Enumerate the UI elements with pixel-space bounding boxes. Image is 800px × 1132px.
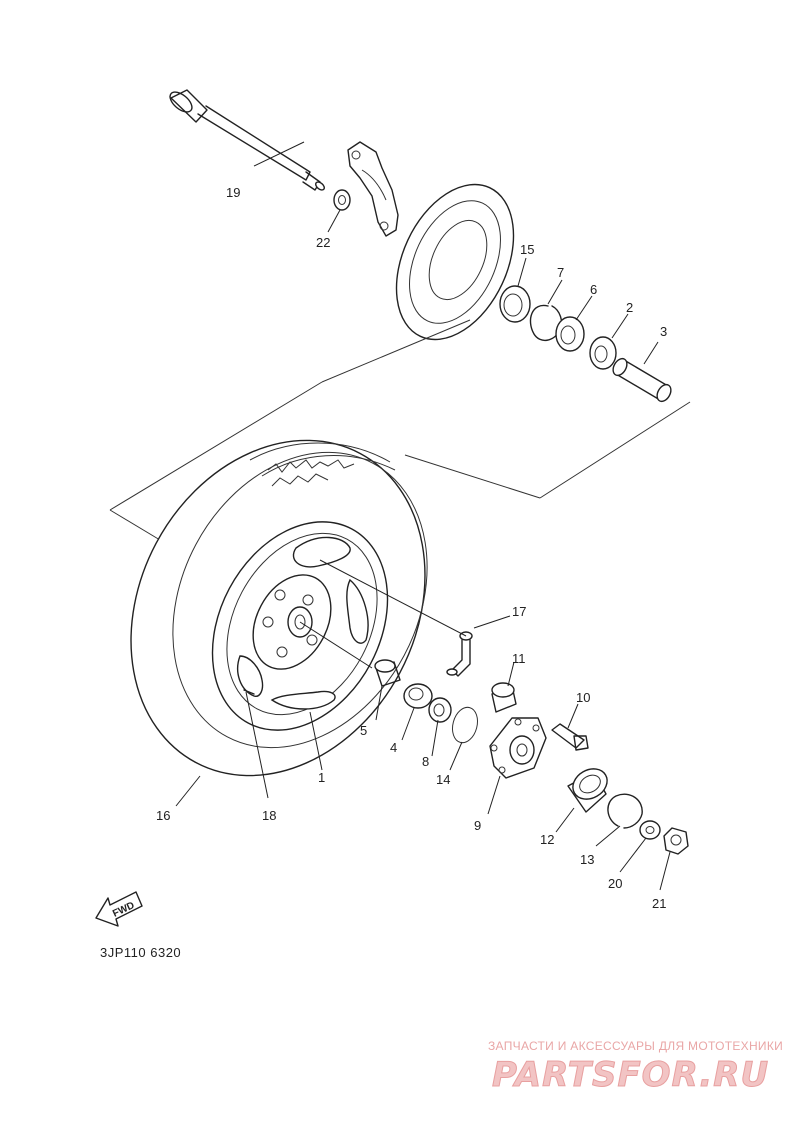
label-part-1: 1 xyxy=(318,770,325,785)
label-part-13: 13 xyxy=(580,852,594,867)
part-11-collar xyxy=(491,682,517,713)
part-18-weight xyxy=(243,689,255,695)
part-19-axle xyxy=(169,89,325,191)
part-17-valve xyxy=(446,631,473,677)
part-1-wheel-rim xyxy=(211,521,389,731)
part-15-seal xyxy=(499,285,531,323)
label-part-21: 21 xyxy=(652,896,666,911)
part-10-bolt xyxy=(551,723,589,751)
label-part-16: 16 xyxy=(156,808,170,823)
label-part-10: 10 xyxy=(576,690,590,705)
callout-lines xyxy=(175,141,671,891)
label-part-18: 18 xyxy=(262,808,276,823)
part-labels: 19 22 15 7 6 2 3 17 11 10 5 4 8 14 1 16 … xyxy=(156,185,667,911)
label-part-4: 4 xyxy=(390,740,397,755)
label-part-6: 6 xyxy=(590,282,597,297)
brake-disc xyxy=(395,183,515,341)
watermark-tagline: ЗАПЧАСТИ И АКСЕССУАРЫ ДЛЯ МОТОТЕХНИКИ xyxy=(488,1039,783,1053)
part-6-bearing xyxy=(555,316,585,352)
part-7-circlip xyxy=(529,304,563,341)
label-part-5: 5 xyxy=(360,723,367,738)
caliper-bracket xyxy=(347,141,399,237)
watermark-logo: ЗАПЧАСТИ И АКСЕССУАРЫ ДЛЯ МОТОТЕХНИКИ PA… xyxy=(488,1039,783,1096)
part-3-spacer xyxy=(612,357,672,403)
part-8-bearing xyxy=(428,697,452,723)
label-part-22: 22 xyxy=(316,235,330,250)
label-part-8: 8 xyxy=(422,754,429,769)
label-part-20: 20 xyxy=(608,876,622,891)
label-part-14: 14 xyxy=(436,772,450,787)
part-13-circlip xyxy=(607,793,643,829)
part-12-drum xyxy=(567,768,608,813)
fwd-arrow-icon: FWD xyxy=(95,891,143,927)
diagram-code: 3JP110 6320 xyxy=(100,945,181,960)
watermark-logo-text: PARTSFOR.RU xyxy=(492,1055,769,1095)
part-22-collar xyxy=(333,189,351,211)
part-20-washer xyxy=(639,820,661,840)
label-part-3: 3 xyxy=(660,324,667,339)
label-part-12: 12 xyxy=(540,832,554,847)
part-21-nut xyxy=(663,827,689,855)
label-part-11: 11 xyxy=(512,651,526,666)
label-part-2: 2 xyxy=(626,300,633,315)
part-14-o-ring xyxy=(452,706,478,744)
label-part-19: 19 xyxy=(226,185,240,200)
part-5-collar xyxy=(374,659,401,687)
label-part-15: 15 xyxy=(520,242,534,257)
label-part-17: 17 xyxy=(512,604,526,619)
label-part-9: 9 xyxy=(474,818,481,833)
label-part-7: 7 xyxy=(557,265,564,280)
part-4-spacer xyxy=(403,683,433,709)
part-2-spacer-flange xyxy=(589,336,617,370)
part-9-hub-flange xyxy=(489,717,547,779)
assembly-frame-lines xyxy=(109,319,691,541)
